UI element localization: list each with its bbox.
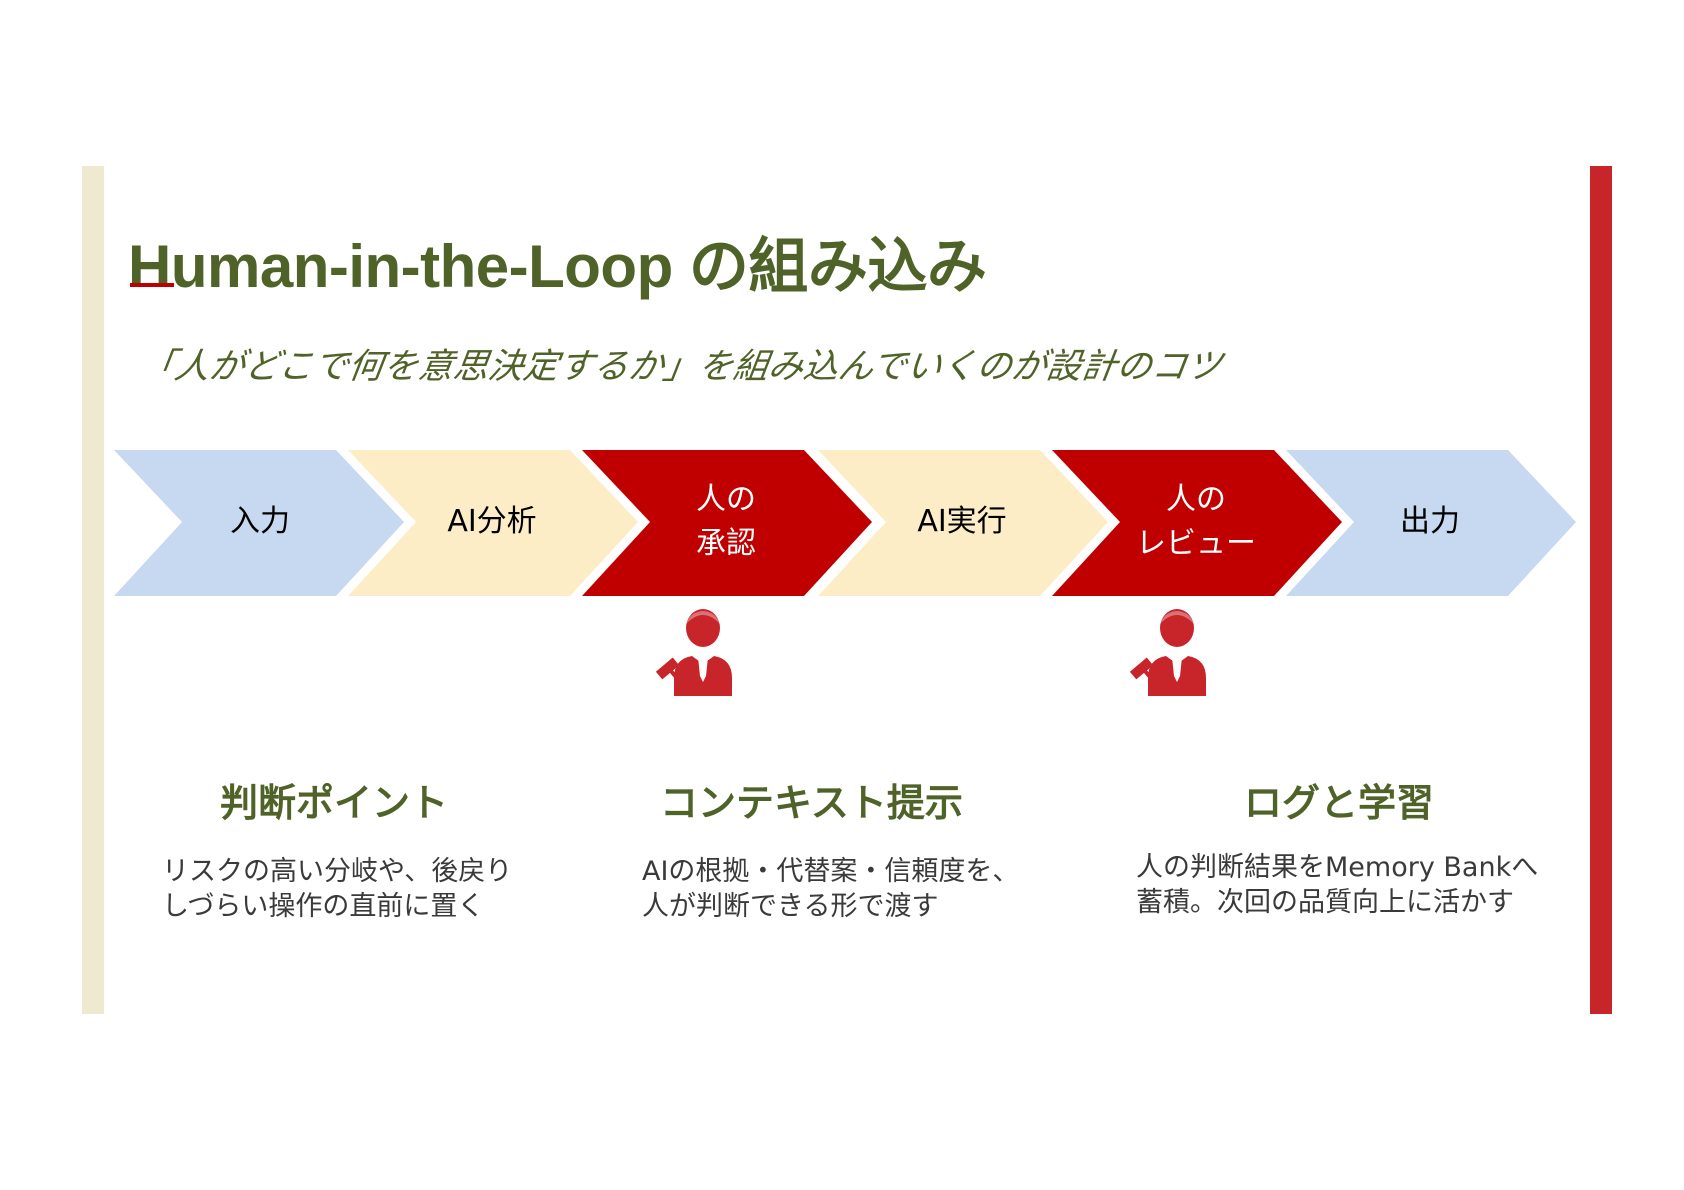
point-body-decision: リスクの高い分岐や、後戻り しづらい操作の直前に置く (162, 856, 513, 922)
slide-title: Human-in-the-Loop の組み込み (128, 233, 987, 300)
chevron-step-ai-analysis (348, 450, 638, 596)
flow-chevrons (114, 450, 1576, 596)
step-label-human-review: 人の レビュー (1136, 482, 1256, 561)
step-label-output: 出力 (1400, 504, 1460, 539)
point-heading-log: ログと学習 (1244, 781, 1435, 825)
chevron-step-human-approval (582, 450, 872, 596)
judge-person-icon (1129, 609, 1206, 696)
slide-subtitle: 「人がどこで何を意思決定するか」を組み込んでいくのが設計のコツ (136, 347, 1225, 387)
point-heading-context: コンテキスト提示 (660, 781, 963, 825)
chevron-step-human-review (1052, 450, 1342, 596)
point-body-context: AIの根拠・代替案・信頼度を、 人が判断できる形で渡す (642, 856, 1020, 922)
step-label-input: 入力 (230, 504, 290, 539)
step-label-ai-analysis: AI分析 (447, 504, 537, 539)
point-body-log: 人の判断結果をMemory Bankへ 蓄積。次回の品質向上に活かす (1136, 852, 1539, 918)
chevron-step-ai-execute (818, 450, 1108, 596)
process-flow: 入力 AI分析 人の 承認 AI実行 人の レビュー 出力 (0, 448, 1684, 598)
chevron-step-input (114, 450, 404, 596)
judge-person-icon (655, 609, 732, 696)
step-label-ai-execute: AI実行 (917, 504, 1007, 539)
step-label-human-approval: 人の 承認 (696, 482, 756, 561)
chevron-step-output (1286, 450, 1576, 596)
title-underline-mark (130, 283, 174, 287)
point-heading-decision: 判断ポイント (220, 781, 449, 825)
left-accent-bar (82, 166, 104, 1014)
right-accent-bar (1590, 166, 1612, 1014)
